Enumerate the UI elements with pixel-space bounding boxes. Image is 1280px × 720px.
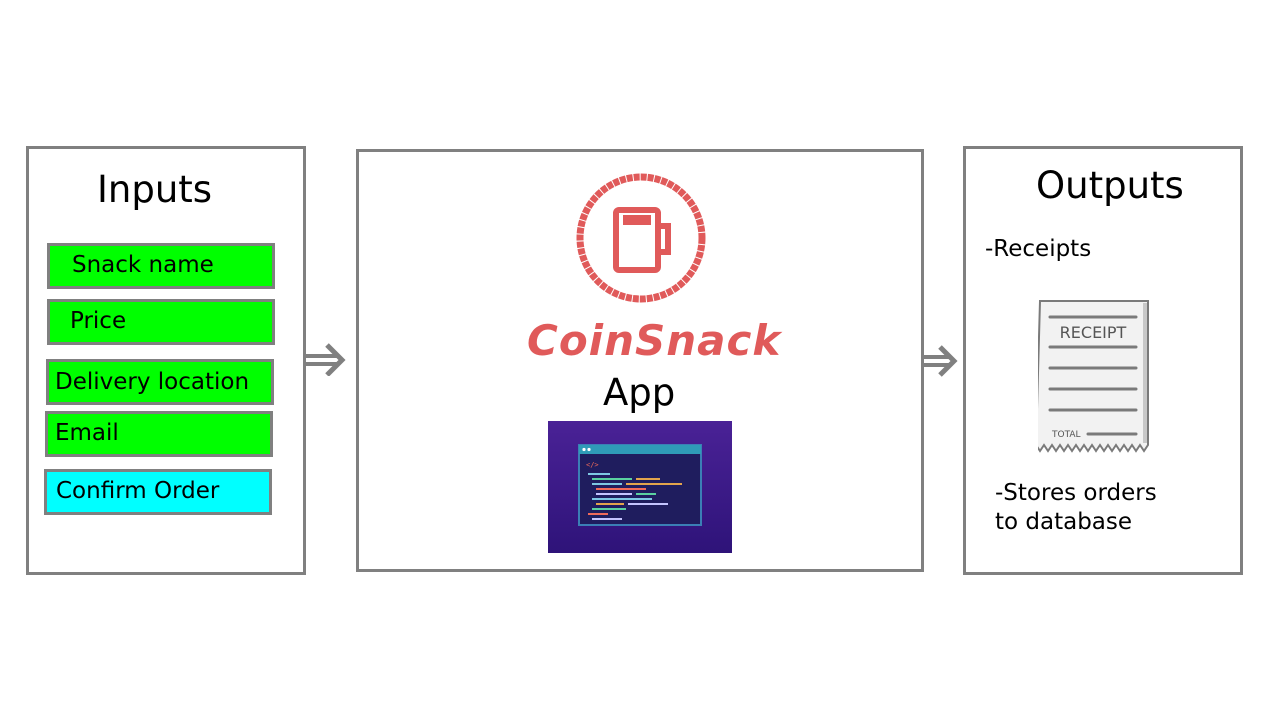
inputs-panel: Inputs Snack name Price Delivery locatio… <box>26 146 306 575</box>
price-field: Price <box>47 299 275 345</box>
svg-text:</>: </> <box>586 461 599 469</box>
price-label: Price <box>70 308 127 334</box>
confirm-order-button: Confirm Order <box>44 469 272 515</box>
confirm-order-label: Confirm Order <box>56 478 220 504</box>
receipt-icon: RECEIPT TOTAL <box>1038 300 1149 453</box>
email-label: Email <box>55 420 119 446</box>
delivery-location-field: Delivery location <box>46 359 274 405</box>
receipt-total-label: TOTAL <box>1051 430 1081 440</box>
right-arrow-icon <box>922 345 958 377</box>
coinsnack-logo-text: CoinSnack <box>527 316 782 365</box>
right-arrow-icon <box>305 343 346 376</box>
stores-orders-line2: to database <box>995 509 1133 535</box>
stores-orders-line1: -Stores orders <box>995 480 1157 506</box>
inputs-title: Inputs <box>97 168 213 211</box>
receipt-title: RECEIPT <box>1060 323 1127 342</box>
delivery-location-label: Delivery location <box>55 369 250 395</box>
email-field: Email <box>45 411 273 457</box>
code-window-icon: </> <box>548 421 732 553</box>
snack-name-label: Snack name <box>72 252 214 278</box>
app-label: App <box>603 371 676 414</box>
receipts-text: -Receipts <box>985 236 1092 262</box>
outputs-title: Outputs <box>1036 164 1184 207</box>
snack-name-field: Snack name <box>47 243 275 289</box>
coffee-cup-icon <box>576 173 706 303</box>
stores-orders-text: -Stores orders to database <box>995 479 1157 537</box>
outputs-panel: Outputs -Receipts RECEIPT TOTAL -Stores … <box>963 146 1243 575</box>
app-panel: CoinSnack App </> <box>356 149 924 572</box>
